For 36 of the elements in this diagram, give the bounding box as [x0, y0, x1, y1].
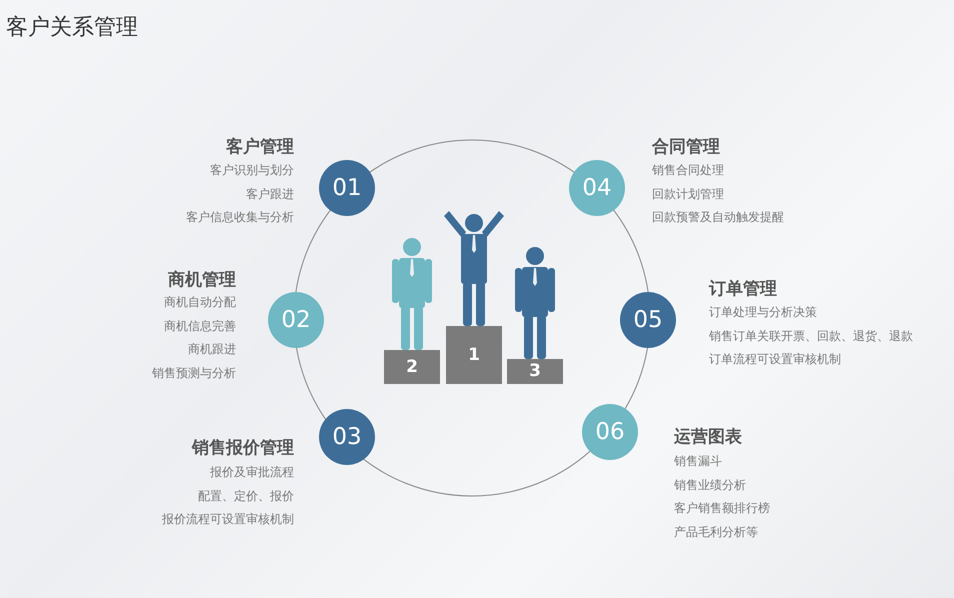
- feature-item: 客户跟进: [246, 186, 294, 202]
- feature-item: 回款计划管理: [652, 186, 724, 202]
- section-heading: 客户管理: [226, 136, 294, 158]
- feature-item: 商机信息完善: [164, 318, 236, 334]
- feature-item: 销售合同处理: [652, 162, 724, 179]
- feature-item: 订单处理与分析决策: [709, 304, 817, 321]
- section-heading: 商机管理: [168, 269, 236, 291]
- number-badge: 06: [582, 404, 638, 460]
- feature-item: 销售业绩分析: [674, 476, 746, 494]
- feature-item: 销售订单关联开票、回款、退货、退款: [709, 328, 913, 344]
- podium-block: 3: [507, 359, 563, 384]
- number-badge: 01: [319, 160, 375, 216]
- feature-item: 销售漏斗: [674, 453, 722, 470]
- feature-item: 回款预警及自动触发提醒: [652, 209, 784, 226]
- feature-item: 配置、定价、报价: [198, 488, 294, 504]
- number-badge: 02: [268, 292, 324, 348]
- number-badge: 05: [620, 292, 676, 348]
- podium-block: 2: [384, 350, 440, 384]
- feature-item: 产品毛利分析等: [674, 524, 758, 540]
- section-heading: 合同管理: [652, 136, 720, 158]
- feature-item: 客户识别与划分: [210, 162, 294, 179]
- number-badge: 04: [569, 160, 625, 216]
- section-heading: 运营图表: [674, 426, 742, 448]
- feature-item: 订单流程可设置审核机制: [709, 351, 841, 368]
- feature-item: 商机跟进: [188, 341, 236, 358]
- feature-item: 客户信息收集与分析: [186, 209, 294, 226]
- feature-item: 商机自动分配: [164, 294, 236, 311]
- number-badge: 03: [319, 409, 375, 465]
- feature-item: 报价及审批流程: [210, 464, 294, 481]
- section-heading: 订单管理: [709, 278, 777, 300]
- page-title: 客户关系管理: [6, 14, 138, 42]
- feature-item: 销售预测与分析: [152, 364, 236, 382]
- feature-item: 报价流程可设置审核机制: [162, 511, 294, 528]
- feature-item: 客户销售额排行榜: [674, 500, 770, 517]
- section-heading: 销售报价管理: [192, 437, 294, 459]
- podium-block: 1: [446, 326, 502, 384]
